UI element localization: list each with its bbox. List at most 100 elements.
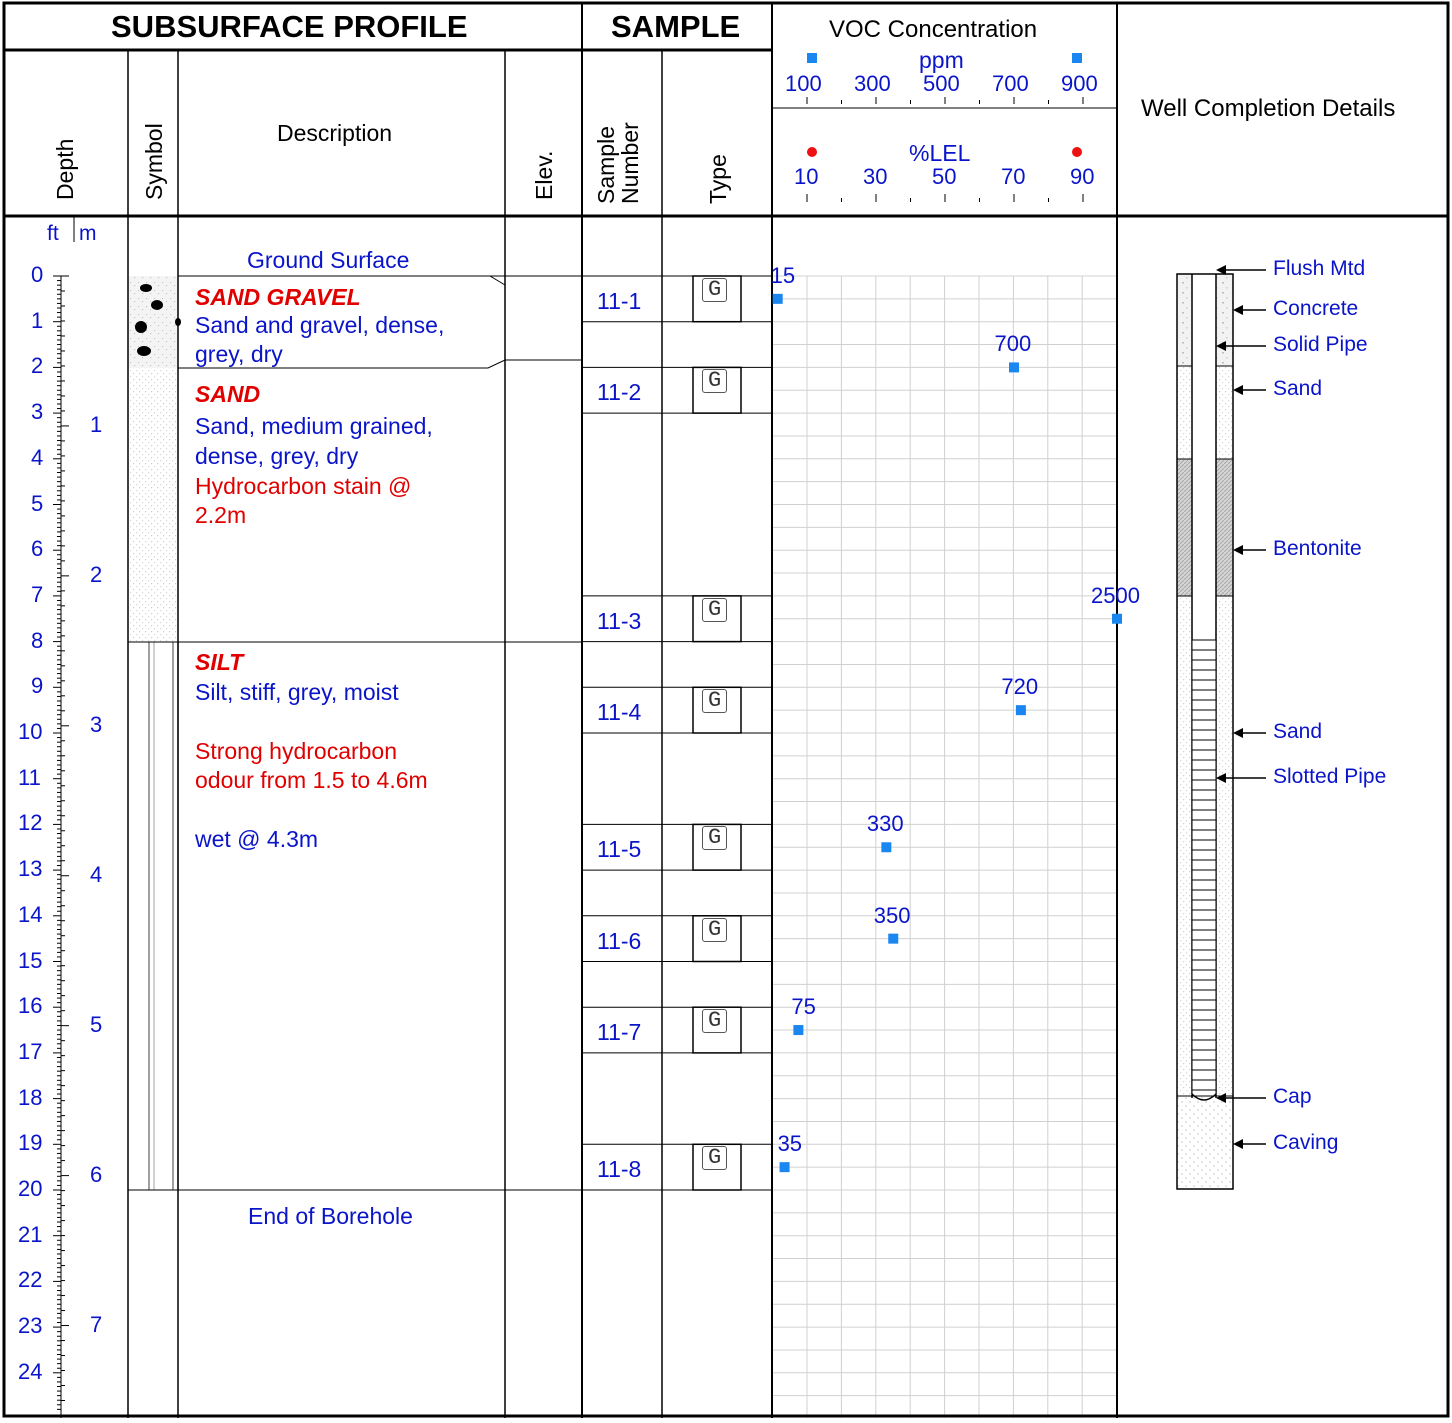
bentonite-fill: [1177, 459, 1192, 596]
lel-tick-label: 90: [1070, 164, 1095, 189]
voc-point-label: 330: [866, 811, 904, 837]
depth-ft-label: 10: [18, 719, 43, 744]
sample-number: 11-2: [597, 379, 642, 406]
voc-point: [1015, 705, 1026, 716]
well-diagram: [1176, 265, 1266, 1190]
lel-tick-label: 10: [794, 164, 819, 189]
depth-ft-label: 3: [31, 399, 44, 425]
sample-rows: [582, 275, 772, 1191]
voc-point-label: 15: [770, 262, 796, 288]
voc-point: [779, 1162, 790, 1173]
sand-title: SAND: [195, 381, 261, 407]
depth-ft-label: 12: [18, 810, 43, 836]
sand-symbol: [128, 368, 178, 642]
voc-point-label: 720: [1001, 674, 1039, 700]
well-label: Cap: [1273, 1085, 1312, 1108]
voc-point-label: 75: [791, 994, 816, 1020]
depth-ft-label: 18: [18, 1084, 43, 1110]
depth-ft-label: 23: [18, 1313, 43, 1339]
ppm-tick-label: 100: [785, 71, 822, 96]
lel-legend-marker: [1072, 147, 1082, 157]
header-elev: Elev.: [531, 150, 557, 200]
sample-type-box: [692, 823, 742, 871]
header-symbol: Symbol: [141, 123, 167, 200]
silt-desc-1: Silt, stiff, grey, moist: [195, 679, 399, 705]
depth-ft-label: 11: [18, 764, 41, 790]
voc-point: [888, 933, 899, 944]
depth-ft-label: 1: [31, 307, 44, 333]
depth-ft-label: 14: [18, 901, 43, 927]
voc-point: [1112, 613, 1122, 624]
depth-ft-label: 0: [31, 262, 44, 287]
lel-tick-label: 70: [1001, 164, 1026, 189]
sample-type: G: [702, 917, 728, 942]
depth-m-label: 4: [90, 861, 103, 887]
sample-type-box: [692, 1143, 742, 1191]
gravel-symbol-stone: [140, 284, 152, 292]
sample-number: 11-8: [597, 1156, 642, 1183]
depth-m-label: 3: [90, 711, 103, 737]
sand-fill: [1177, 596, 1192, 1096]
well-arrow-head: [1233, 305, 1243, 315]
sample-type-box: [692, 275, 742, 323]
depth-ft-label: 4: [31, 444, 44, 470]
depth-ft-label: 6: [31, 536, 44, 562]
concrete-fill: [1177, 274, 1192, 366]
sample-number: 11-5: [597, 836, 642, 863]
sand-gravel-symbol: [128, 276, 178, 368]
depth-ft-label: 2: [31, 353, 44, 379]
well-arrow-head: [1216, 1093, 1226, 1103]
sand-note-1: Hydrocarbon stain @: [195, 473, 412, 499]
lel-axis-label: %LEL: [909, 140, 971, 166]
well-label: Bentonite: [1273, 537, 1362, 560]
header-subsurface-profile: SUBSURFACE PROFILE: [111, 9, 468, 44]
sample-type: G: [702, 689, 728, 714]
ppm-legend-marker: [807, 53, 817, 63]
voc-axis-ticks: [806, 53, 1084, 202]
depth-ft-label: 22: [18, 1267, 43, 1293]
sample-type-box: [692, 1006, 742, 1054]
sample-type-box: [692, 595, 742, 643]
sand-fill: [1216, 366, 1233, 459]
depth-ft-label: 9: [31, 673, 44, 699]
sand-desc-1: Sand, medium grained,: [195, 413, 433, 439]
depth-m-label: 6: [90, 1161, 103, 1187]
sample-number: 11-1: [597, 288, 642, 314]
depth-ft-label: 15: [18, 947, 43, 973]
ppm-tick-label: 900: [1061, 71, 1098, 96]
sample-type-box: [692, 915, 742, 963]
ppm-tick-label: 500: [923, 71, 960, 96]
well-arrow-head: [1216, 773, 1226, 783]
silt-note-1: Strong hydrocarbon: [195, 738, 398, 764]
depth-unit-ft: ft: [47, 222, 59, 245]
concrete-fill: [1216, 274, 1233, 366]
well-arrow-head: [1233, 1139, 1243, 1149]
voc-point: [881, 842, 892, 853]
voc-point-label: 700: [994, 331, 1032, 357]
header-sample: SAMPLE: [611, 9, 741, 44]
depth-m-label: 1: [90, 411, 103, 437]
voc-point-label: 350: [873, 902, 911, 928]
depth-ft-label: 17: [18, 1038, 43, 1064]
gravel-symbol-stone: [151, 300, 163, 310]
depth-ft-label: 21: [18, 1221, 43, 1247]
voc-chart-grid: [772, 275, 1118, 1418]
well-label: Concrete: [1273, 297, 1359, 320]
well-label: Sand: [1273, 377, 1323, 400]
well-arrow-head: [1233, 545, 1243, 555]
lel-tick-label: 30: [863, 164, 888, 189]
well-arrow-head: [1233, 385, 1243, 395]
well-arrows: [1216, 265, 1266, 1149]
well-label: Sand: [1273, 720, 1323, 743]
ppm-legend-marker: [1072, 53, 1082, 63]
lel-tick-label: 50: [932, 164, 957, 189]
sample-type-box: [692, 686, 742, 734]
sample-type: G: [702, 278, 728, 302]
caving-fill: [1177, 1096, 1233, 1189]
depth-ft-label: 19: [18, 1130, 43, 1156]
depth-ft-label: 24: [18, 1358, 43, 1384]
depth-ft-label: 16: [18, 993, 43, 1019]
header-description: Description: [277, 120, 393, 146]
